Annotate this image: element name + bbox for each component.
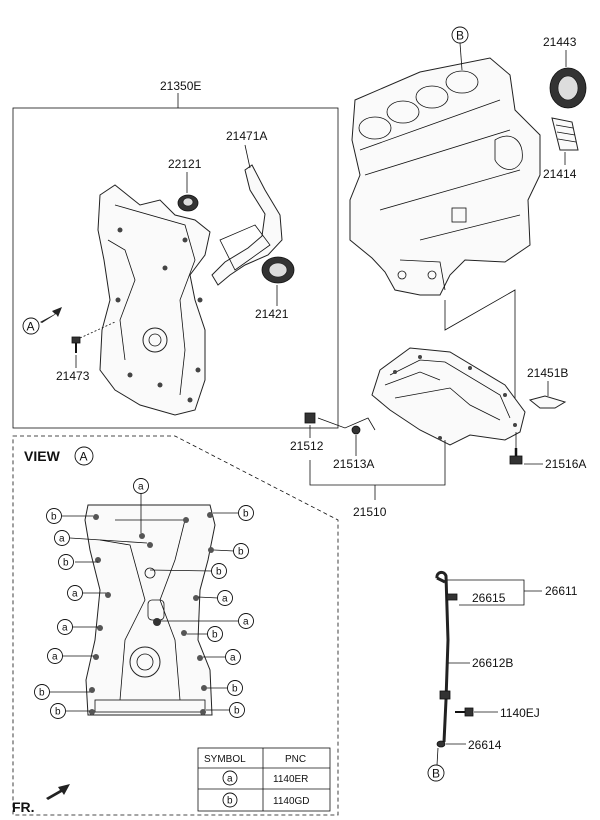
oring-26615 — [446, 593, 458, 601]
svg-text:a: a — [230, 653, 236, 664]
legend-row-1-symbol: a — [227, 774, 233, 785]
label-21451B: 21451B — [527, 366, 568, 380]
label-21443: 21443 — [543, 35, 577, 49]
front-arrow-icon — [46, 784, 70, 800]
view-a-title-marker — [74, 446, 94, 466]
bolt-21473 — [71, 336, 81, 353]
label-26614: 26614 — [468, 738, 502, 752]
oil-dipstick-group: B 26611 26615 26612B 1140EJ 26614 — [427, 570, 578, 782]
svg-text:A: A — [27, 320, 35, 334]
washer-21513A — [351, 425, 361, 435]
svg-text:a: a — [59, 534, 65, 545]
svg-text:B: B — [432, 767, 440, 781]
view-a-arrow-icon — [40, 307, 62, 323]
svg-text:b: b — [243, 509, 249, 520]
cylinder-block-group: B 21443 21414 — [349, 26, 587, 296]
svg-text:a: a — [72, 589, 78, 600]
oil-pan-group: 21451B 21512 21513A 21516A 21510 — [290, 289, 586, 519]
label-21473: 21473 — [56, 369, 90, 383]
timing-cover-body — [97, 184, 211, 416]
label-21510: 21510 — [353, 505, 387, 519]
legend-row-2-symbol: b — [227, 796, 233, 807]
bolt-1140EJ — [455, 707, 474, 717]
label-21512: 21512 — [290, 439, 324, 453]
oring-26614 — [436, 740, 446, 748]
label-21471A: 21471A — [226, 129, 267, 143]
drain-plug-21512 — [304, 412, 316, 424]
svg-text:b: b — [51, 512, 57, 523]
oil-pan — [371, 347, 526, 446]
legend-row-1-pnc: 1140ER — [273, 774, 308, 785]
label-21513A: 21513A — [333, 457, 374, 471]
cylinder-block — [349, 57, 541, 296]
bracket-21451B — [528, 395, 567, 409]
label-21421: 21421 — [255, 307, 289, 321]
svg-text:b: b — [238, 547, 244, 558]
svg-text:A: A — [80, 450, 88, 464]
legend-header-symbol: SYMBOL — [204, 754, 246, 765]
label-26611: 26611 — [545, 584, 578, 598]
svg-text:b: b — [63, 558, 69, 569]
gasket-21471A — [211, 164, 283, 286]
svg-text:b: b — [234, 706, 240, 717]
callout-b-group: b b b b b b b b b b — [34, 505, 254, 719]
dipstick-tube — [435, 570, 450, 743]
legend-header-pnc: PNC — [285, 754, 306, 765]
svg-text:a: a — [52, 652, 58, 663]
svg-text:B: B — [456, 29, 464, 43]
legend-row-2-pnc: 1140GD — [273, 796, 310, 807]
svg-text:b: b — [216, 567, 222, 578]
label-22121: 22121 — [168, 157, 202, 171]
svg-text:a: a — [138, 482, 144, 493]
svg-text:b: b — [232, 684, 238, 695]
bolt-21516A — [509, 448, 523, 465]
label-26615: 26615 — [472, 591, 506, 605]
view-a-group: VIEW A — [12, 435, 339, 816]
front-label: FR. — [12, 799, 35, 815]
label-21350E: 21350E — [160, 79, 201, 93]
timing-cover-front-view — [84, 504, 216, 716]
view-a-frame — [12, 435, 339, 816]
svg-text:a: a — [62, 623, 68, 634]
view-a-title: VIEW — [24, 448, 61, 464]
timing-cover-frame — [12, 107, 339, 429]
svg-text:a: a — [243, 617, 249, 628]
view-a-marker — [22, 317, 40, 335]
svg-text:b: b — [212, 630, 218, 641]
label-26612B: 26612B — [472, 656, 513, 670]
timing-cover-assembly-group: 21350E 21471A 22121 21421 — [12, 79, 339, 429]
svg-text:a: a — [222, 594, 228, 605]
callout-a-group: a a a a a a a a — [47, 478, 254, 665]
label-21414: 21414 — [543, 167, 577, 181]
front-direction-indicator: FR. — [12, 784, 70, 815]
b-marker-bottom — [427, 764, 445, 782]
symbol-legend-table: SYMBOL PNC a 1140ER b 1140GD — [197, 747, 331, 812]
label-1140EJ: 1140EJ — [500, 706, 540, 720]
svg-text:b: b — [39, 688, 45, 699]
svg-text:b: b — [55, 707, 61, 718]
label-21516A: 21516A — [545, 457, 586, 471]
plate-21414 — [551, 117, 579, 151]
